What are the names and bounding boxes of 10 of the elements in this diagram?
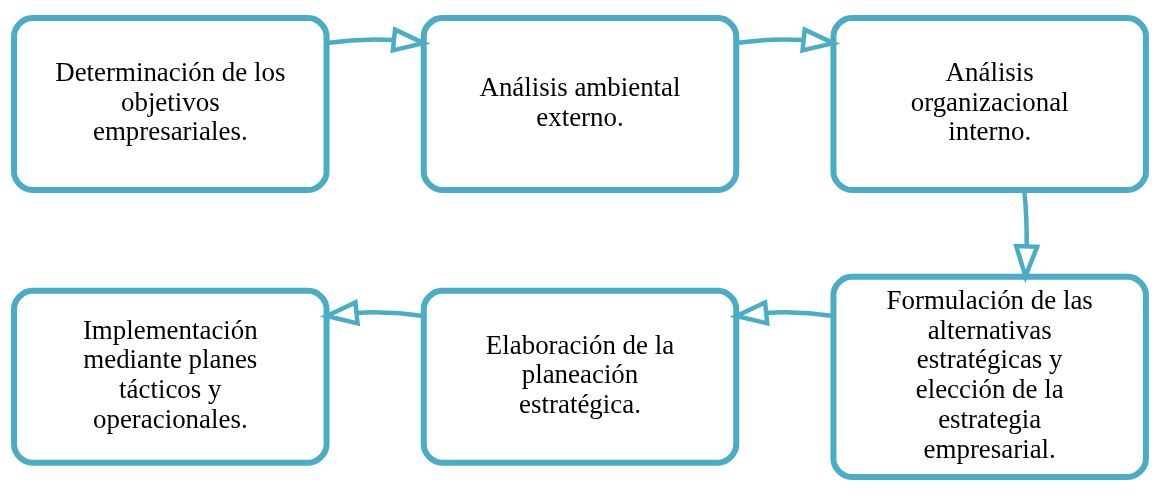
- arrow: [320, 299, 424, 327]
- arrow: [736, 26, 841, 54]
- node-box: Análisis organizacional interno.: [830, 15, 1149, 193]
- node-box: Elaboración de la planeación estratégica.: [420, 287, 740, 466]
- arrow: [729, 299, 834, 327]
- node-box: Análisis ambiental externo.: [420, 15, 740, 193]
- node-box: Implementación mediante planes tácticos y operacionales.: [11, 287, 330, 466]
- arrow: [326, 26, 431, 54]
- node-box: Determinación de los objetivos empresariales.: [11, 15, 330, 193]
- node-box: Formulación de las alternativas estratégicas y elección de la estrategia empresarial.: [830, 273, 1149, 480]
